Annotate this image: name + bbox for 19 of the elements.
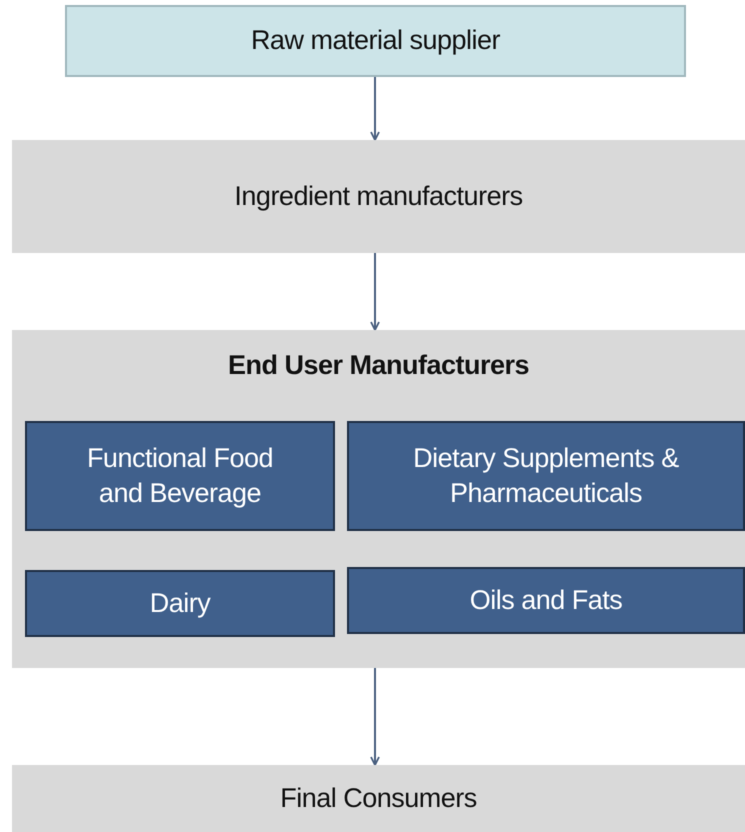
process-box	[25, 570, 335, 637]
process-box	[347, 567, 745, 634]
box-label: Dairy	[150, 586, 210, 620]
process-box	[347, 421, 745, 531]
arrow	[370, 668, 380, 766]
box-label: Oils and Fats	[470, 584, 622, 617]
group-box	[12, 330, 745, 668]
process-box	[25, 421, 335, 531]
process-box	[65, 5, 686, 77]
box-label: Raw material supplier	[250, 24, 500, 58]
process-box	[12, 765, 745, 832]
arrow	[370, 253, 380, 331]
box-label: Dietary Supplements & Pharmaceuticals	[412, 442, 680, 510]
process-box	[12, 140, 745, 253]
group-heading: End User Manufacturers	[228, 349, 530, 382]
box-label: Functional Food and Beverage	[86, 442, 274, 510]
box-label: Ingredient manufacturers	[234, 180, 523, 213]
arrow	[370, 77, 380, 141]
box-label: Final Consumers	[280, 782, 477, 815]
